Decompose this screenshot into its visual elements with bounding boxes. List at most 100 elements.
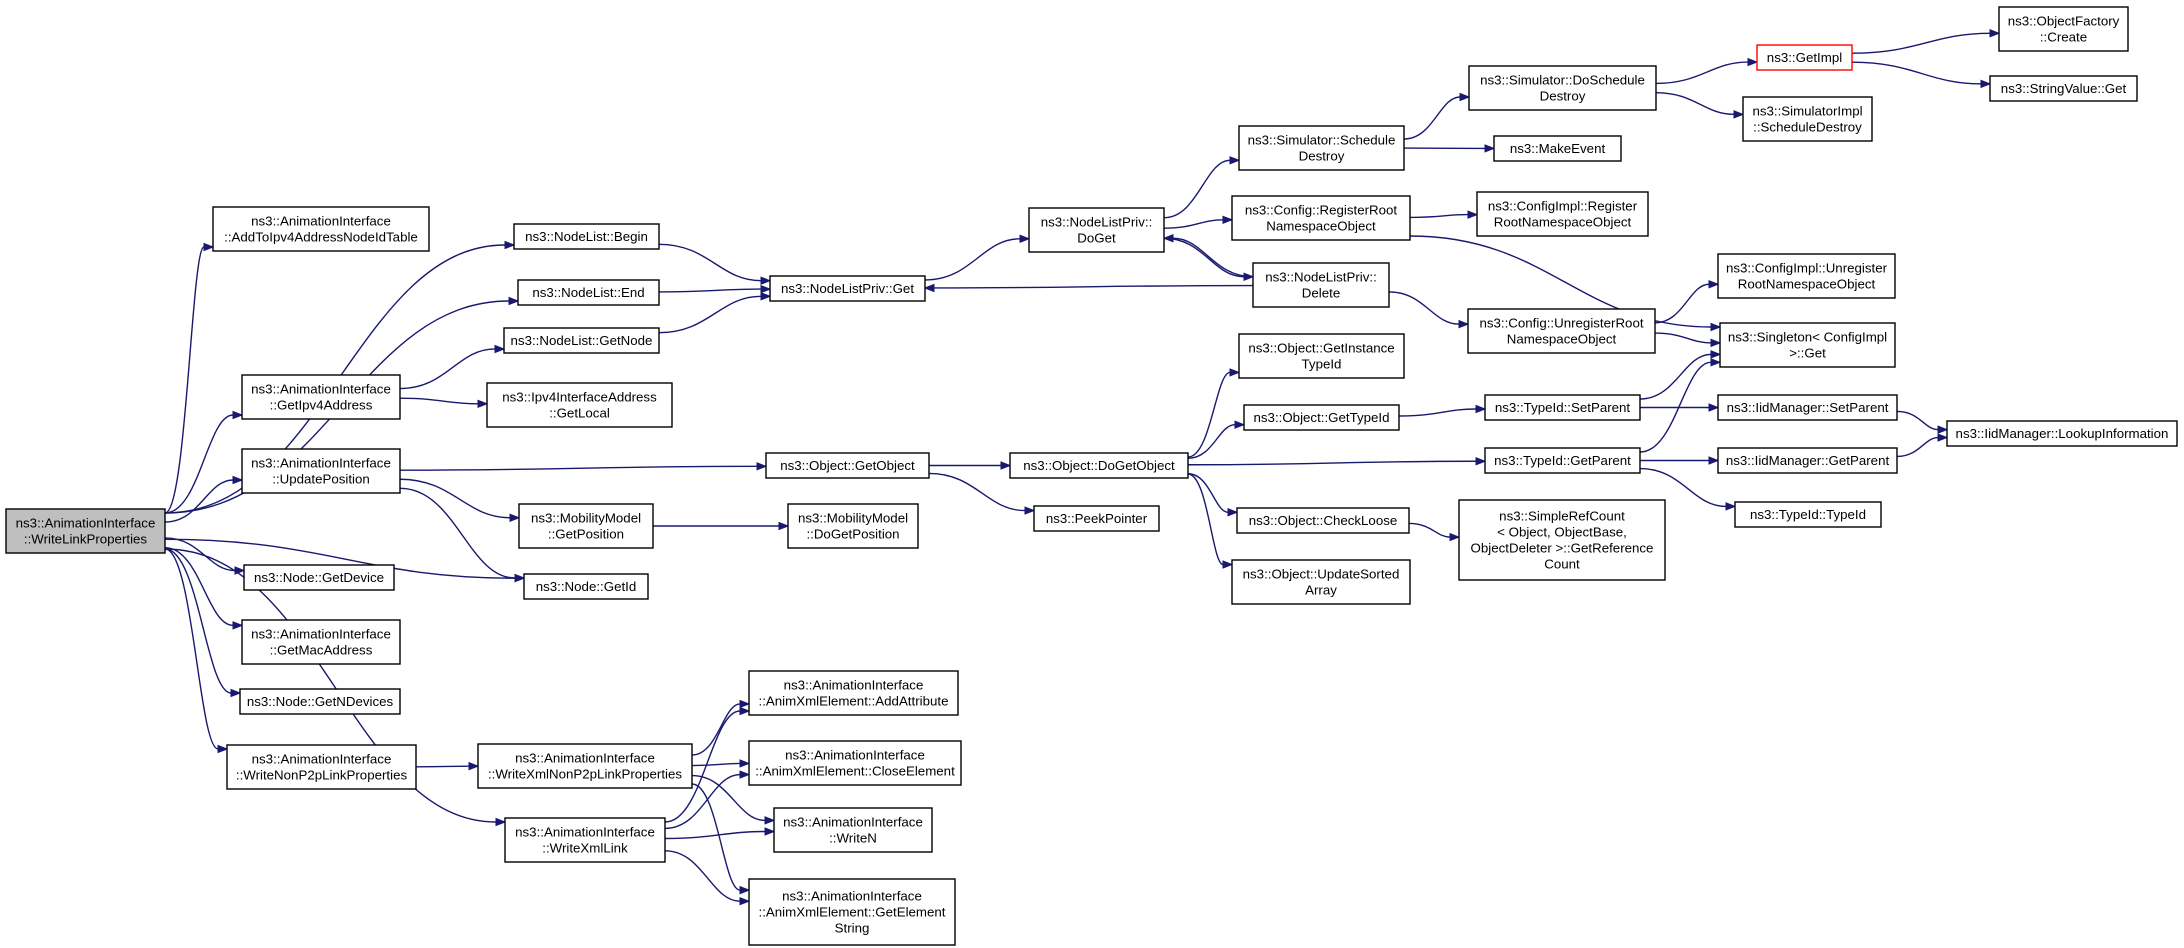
node-writeXmlLink[interactable]: ns3::AnimationInterface::WriteXmlLink	[504, 817, 666, 863]
node-cfgImplRegRoot[interactable]: ns3::ConfigImpl::RegisterRootNamespaceOb…	[1476, 191, 1649, 237]
node-box[interactable]	[1756, 44, 1853, 71]
node-box[interactable]	[1468, 65, 1657, 111]
node-box[interactable]	[787, 503, 919, 549]
node-box[interactable]	[748, 878, 956, 946]
node-box[interactable]	[1946, 420, 2178, 447]
node-box[interactable]	[1243, 404, 1400, 431]
node-box[interactable]	[1231, 195, 1411, 241]
node-singletonGet[interactable]: ns3::Singleton< ConfigImpl>::Get	[1719, 322, 1896, 368]
node-box[interactable]	[1238, 333, 1405, 379]
node-iidGetParent[interactable]: ns3::IidManager::GetParent	[1717, 447, 1898, 474]
node-box[interactable]	[765, 452, 930, 479]
node-box[interactable]	[513, 223, 660, 250]
node-box[interactable]	[1998, 6, 2129, 52]
node-nodeGetId[interactable]: ns3::Node::GetId	[523, 573, 649, 600]
node-box[interactable]	[1009, 452, 1189, 479]
node-nlpDoGet[interactable]: ns3::NodeListPriv::DoGet	[1028, 207, 1165, 253]
node-box[interactable]	[1467, 308, 1656, 354]
node-mobGetPos[interactable]: ns3::MobilityModel::GetPosition	[518, 503, 654, 549]
node-addToIpv4[interactable]: ns3::AnimationInterface::AddToIpv4Addres…	[212, 206, 430, 252]
node-box[interactable]	[1033, 505, 1160, 532]
node-nodeGetNDev[interactable]: ns3::Node::GetNDevices	[239, 688, 401, 715]
node-box[interactable]	[1719, 322, 1896, 368]
node-nlBegin[interactable]: ns3::NodeList::Begin	[513, 223, 660, 250]
node-box[interactable]	[1236, 507, 1410, 534]
node-root[interactable]: ns3::AnimationInterface::WriteLinkProper…	[5, 508, 166, 554]
node-box[interactable]	[1742, 96, 1873, 142]
node-objCheckLoose[interactable]: ns3::Object::CheckLoose	[1236, 507, 1410, 534]
node-mobDoGetPos[interactable]: ns3::MobilityModel::DoGetPosition	[787, 503, 919, 549]
node-box[interactable]	[518, 503, 654, 549]
node-box[interactable]	[226, 744, 417, 790]
node-box[interactable]	[748, 670, 959, 716]
node-box[interactable]	[1028, 207, 1165, 253]
node-typeIdTypeId[interactable]: ns3::TypeId::TypeId	[1734, 501, 1882, 528]
node-box[interactable]	[241, 619, 401, 665]
node-box[interactable]	[1734, 501, 1882, 528]
node-box[interactable]	[1238, 125, 1405, 171]
node-iidLookupInfo[interactable]: ns3::IidManager::LookupInformation	[1946, 420, 2178, 447]
node-box[interactable]	[504, 817, 666, 863]
node-objGetObject[interactable]: ns3::Object::GetObject	[765, 452, 930, 479]
node-getMac[interactable]: ns3::AnimationInterface::GetMacAddress	[241, 619, 401, 665]
node-box[interactable]	[1717, 394, 1898, 421]
node-objFactCreate[interactable]: ns3::ObjectFactory::Create	[1998, 6, 2129, 52]
node-nlEnd[interactable]: ns3::NodeList::End	[517, 279, 660, 306]
node-nodeGetDevice[interactable]: ns3::Node::GetDevice	[243, 564, 395, 591]
node-box[interactable]	[503, 327, 660, 354]
node-box[interactable]	[1717, 447, 1898, 474]
node-cfgImplUnregRoot[interactable]: ns3::ConfigImpl::UnregisterRootNamespace…	[1717, 253, 1896, 299]
node-objGetTypeId[interactable]: ns3::Object::GetTypeId	[1243, 404, 1400, 431]
node-box[interactable]	[241, 374, 401, 420]
node-box[interactable]	[239, 688, 401, 715]
node-box[interactable]	[243, 564, 395, 591]
node-box[interactable]	[477, 743, 693, 789]
node-closeElem[interactable]: ns3::AnimationInterface::AnimXmlElement:…	[748, 740, 962, 786]
node-box[interactable]	[517, 279, 660, 306]
node-box[interactable]	[212, 206, 430, 252]
node-box[interactable]	[1989, 75, 2138, 102]
node-getIpv4[interactable]: ns3::AnimationInterface::GetIpv4Address	[241, 374, 401, 420]
node-box[interactable]	[1231, 559, 1411, 605]
node-nlGetNode[interactable]: ns3::NodeList::GetNode	[503, 327, 660, 354]
node-typeIdSetParent[interactable]: ns3::TypeId::SetParent	[1484, 394, 1641, 421]
node-writeXmlNonP2p[interactable]: ns3::AnimationInterface::WriteXmlNonP2pL…	[477, 743, 693, 789]
node-nlpGet[interactable]: ns3::NodeListPriv::Get	[769, 275, 926, 302]
node-writeNonP2p[interactable]: ns3::AnimationInterface::WriteNonP2pLink…	[226, 744, 417, 790]
node-box[interactable]	[1252, 262, 1390, 308]
node-iidSetParent[interactable]: ns3::IidManager::SetParent	[1717, 394, 1898, 421]
node-box[interactable]	[1484, 447, 1641, 474]
node-box[interactable]	[523, 573, 649, 600]
node-box[interactable]	[769, 275, 926, 302]
node-box[interactable]	[1458, 499, 1666, 581]
node-box[interactable]	[241, 448, 401, 494]
node-makeEvent[interactable]: ns3::MakeEvent	[1493, 135, 1622, 162]
node-getImpl[interactable]: ns3::GetImpl	[1756, 44, 1853, 71]
node-getElemStr[interactable]: ns3::AnimationInterface::AnimXmlElement:…	[748, 878, 956, 946]
node-ipv4GetLocal[interactable]: ns3::Ipv4InterfaceAddress::GetLocal	[486, 382, 673, 428]
node-cfgUnregRoot[interactable]: ns3::Config::UnregisterRootNamespaceObje…	[1467, 308, 1656, 354]
node-box[interactable]	[1717, 253, 1896, 299]
node-simSchedDestroy[interactable]: ns3::Simulator::ScheduleDestroy	[1238, 125, 1405, 171]
node-nlpDelete[interactable]: ns3::NodeListPriv::Delete	[1252, 262, 1390, 308]
node-strValGet[interactable]: ns3::StringValue::Get	[1989, 75, 2138, 102]
node-box[interactable]	[1493, 135, 1622, 162]
node-simpleRefCount[interactable]: ns3::SimpleRefCount< Object, ObjectBase,…	[1458, 499, 1666, 581]
node-box[interactable]	[486, 382, 673, 428]
node-addAttr[interactable]: ns3::AnimationInterface::AnimXmlElement:…	[748, 670, 959, 716]
node-peekPointer[interactable]: ns3::PeekPointer	[1033, 505, 1160, 532]
node-updatePos[interactable]: ns3::AnimationInterface::UpdatePosition	[241, 448, 401, 494]
node-writeN[interactable]: ns3::AnimationInterface::WriteN	[773, 807, 933, 853]
node-box[interactable]	[748, 740, 962, 786]
node-objDoGetObject[interactable]: ns3::Object::DoGetObject	[1009, 452, 1189, 479]
node-box[interactable]	[1484, 394, 1641, 421]
node-box[interactable]	[5, 508, 166, 554]
node-typeIdGetParent[interactable]: ns3::TypeId::GetParent	[1484, 447, 1641, 474]
node-box[interactable]	[773, 807, 933, 853]
node-simImplSchedDestroy[interactable]: ns3::SimulatorImpl::ScheduleDestroy	[1742, 96, 1873, 142]
node-box[interactable]	[1476, 191, 1649, 237]
